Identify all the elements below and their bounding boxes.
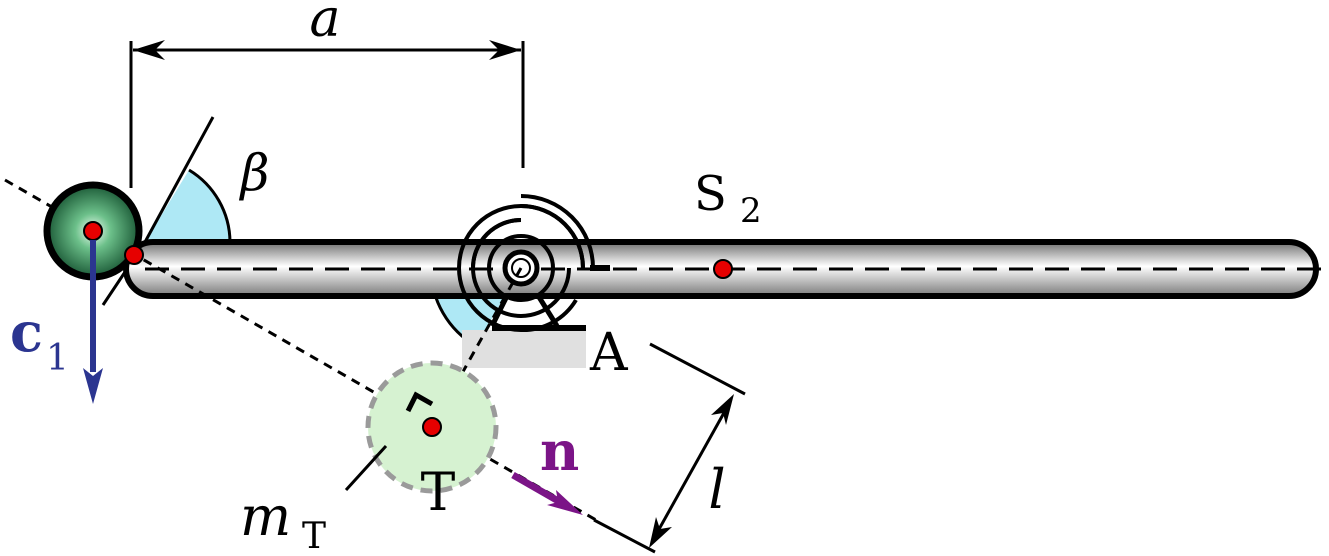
point-s2 (713, 259, 733, 279)
label-t: T (421, 463, 456, 523)
mass-t: T (344, 360, 499, 523)
label-c: c (10, 300, 43, 364)
label-s2: S 2 (694, 166, 762, 231)
dimension-l: l (593, 342, 746, 554)
label-n: n (540, 419, 579, 483)
label-s-sub: 2 (740, 191, 762, 231)
label-a: a (309, 0, 340, 49)
spiral-spring (457, 194, 610, 333)
label-a-point: A (589, 323, 629, 383)
label-m: m (240, 485, 291, 548)
label-s: S (694, 166, 727, 222)
vector-n: n (511, 419, 583, 515)
dimension-a: a (129, 0, 525, 188)
label-l: l (708, 458, 725, 521)
label-c-sub: 1 (46, 338, 69, 379)
vector-c1: c 1 (10, 240, 103, 404)
label-mt: m T (240, 485, 326, 556)
contact-point (124, 245, 144, 265)
label-m-sub: T (302, 516, 326, 556)
angle-beta: β (101, 116, 270, 306)
label-beta: β (239, 144, 270, 202)
